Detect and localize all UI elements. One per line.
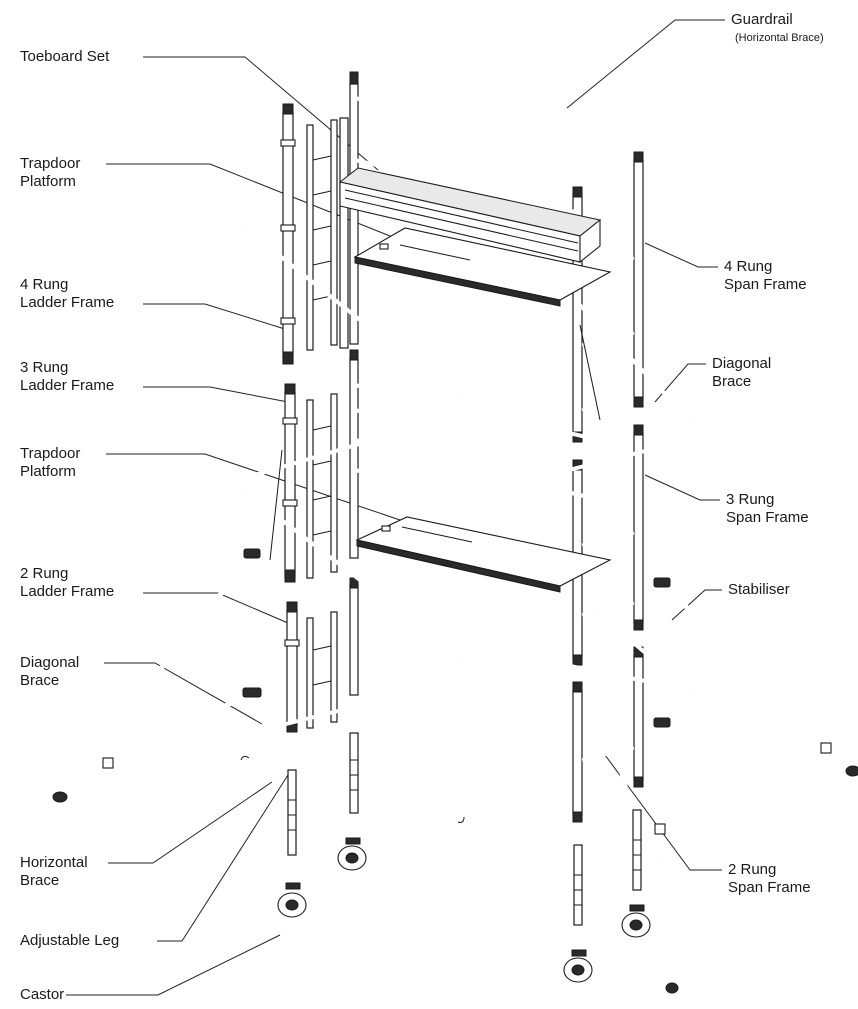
trapdoor-platform-mid — [355, 516, 612, 593]
label-diag-right-line1: Diagonal — [712, 355, 772, 372]
label-trapdoor-top: Trapdoor Platform — [20, 155, 80, 191]
label-castor-text: Castor — [20, 986, 65, 1003]
label-diag-left-line2: Brace — [20, 672, 60, 689]
label-stabiliser: Stabiliser — [728, 581, 790, 599]
label-ladder4-line1: 4 Rung — [20, 276, 69, 293]
label-ladder4: 4 Rung Ladder Frame — [20, 276, 114, 312]
label-diag-right: Diagonal Brace — [712, 355, 771, 391]
leader-guardrail — [566, 19, 725, 109]
guardrails — [354, 68, 701, 694]
label-horiz-line1: Horizontal — [20, 854, 88, 871]
leader-span3 — [644, 474, 720, 501]
label-span4: 4 Rung Span Frame — [724, 258, 807, 294]
label-ladder2-line2: Ladder Frame — [20, 583, 115, 600]
label-guardrail-sub: (Horizontal Brace) — [735, 32, 824, 45]
label-trapdoor-mid: Trapdoor Platform — [20, 445, 80, 481]
label-span2: 2 Rung Span Frame — [728, 861, 811, 897]
label-toeboard-text: Toeboard Set — [20, 48, 110, 65]
label-ladder2-line1: 2 Rung — [20, 565, 69, 582]
span-frame-4-rung — [572, 151, 644, 443]
castor-2 — [337, 837, 367, 871]
label-toeboard: Toeboard Set — [20, 48, 109, 66]
leader-horiz — [108, 781, 273, 864]
label-guardrail: Guardrail — [731, 11, 793, 29]
label-ladder3: 3 Rung Ladder Frame — [20, 359, 114, 395]
label-guardrail-text: Guardrail — [731, 11, 793, 28]
leader-stabiliser — [671, 589, 722, 621]
ladder-frame-2-rung — [284, 577, 359, 733]
label-trapdoor-mid-line2: Platform — [20, 463, 76, 480]
leader-span2 — [604, 754, 722, 871]
label-span3-line2: Span Frame — [726, 509, 809, 526]
label-castor: Castor — [20, 986, 64, 1004]
label-stabiliser-text: Stabiliser — [728, 581, 790, 598]
label-horiz: Horizontal Brace — [20, 854, 88, 890]
leader-diag-left — [104, 662, 263, 725]
leader-ladder2 — [143, 592, 289, 624]
label-ladder3-line2: Ladder Frame — [20, 377, 115, 394]
label-span4-line2: Span Frame — [724, 276, 807, 293]
label-trapdoor-top-line2: Platform — [20, 173, 76, 190]
label-ladder2: 2 Rung Ladder Frame — [20, 565, 114, 601]
castors — [277, 837, 679, 994]
label-span2-line2: Span Frame — [728, 879, 811, 896]
label-diag-left: Diagonal Brace — [20, 654, 79, 690]
castor-3 — [563, 949, 593, 983]
leader-castor — [66, 934, 281, 996]
label-adjustable-leg-text: Adjustable Leg — [20, 932, 120, 949]
label-guardrail-sub-text: (Horizontal Brace) — [735, 32, 824, 44]
leader-adjleg — [157, 774, 289, 942]
label-diag-left-line1: Diagonal — [20, 654, 80, 671]
leader-diag-right — [654, 363, 706, 403]
leader-ladder3 — [143, 386, 289, 403]
stabiliser-left — [52, 548, 262, 803]
diagonal-braces — [243, 226, 692, 986]
label-span3: 3 Rung Span Frame — [726, 491, 809, 527]
toeboard-set — [338, 167, 602, 264]
ladder-frame-3-rung — [282, 349, 359, 583]
castor-1 — [277, 882, 307, 918]
label-ladder4-line2: Ladder Frame — [20, 294, 115, 311]
label-trapdoor-top-line1: Trapdoor — [20, 155, 81, 172]
label-trapdoor-mid-line1: Trapdoor — [20, 445, 81, 462]
label-span4-line1: 4 Rung — [724, 258, 773, 275]
stabiliser-right — [653, 577, 858, 777]
ladder-frame-4-rung — [280, 71, 359, 365]
label-diag-right-line2: Brace — [712, 373, 752, 390]
label-span2-line1: 2 Rung — [728, 861, 777, 878]
label-ladder3-line1: 3 Rung — [20, 359, 69, 376]
castor-4 — [621, 904, 651, 938]
label-span3-line1: 3 Rung — [726, 491, 775, 508]
trapdoor-platform-top — [353, 227, 612, 307]
adjustable-legs — [287, 732, 642, 926]
label-horiz-line2: Brace — [20, 872, 60, 889]
leader-ladder4 — [143, 303, 289, 331]
label-adjustable-leg: Adjustable Leg — [20, 932, 119, 950]
leader-lines — [66, 19, 725, 996]
leader-span4 — [644, 242, 718, 268]
